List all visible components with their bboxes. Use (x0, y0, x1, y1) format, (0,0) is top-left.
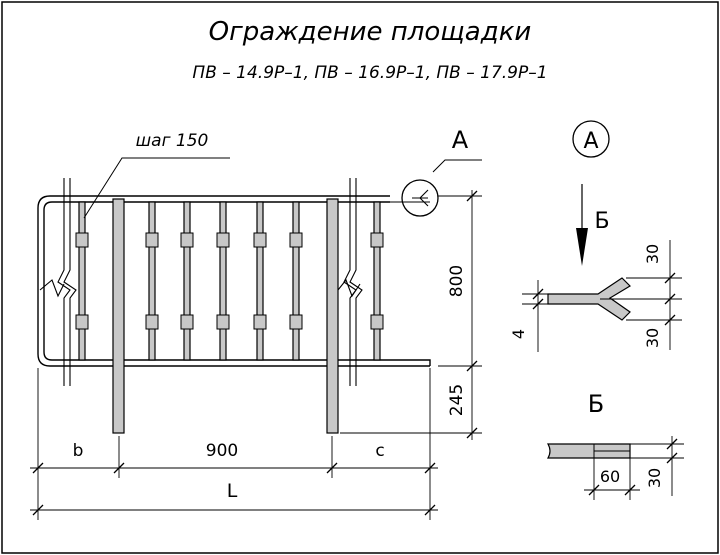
baluster-5 (253, 201, 267, 361)
break-line-right (337, 178, 363, 386)
detail-a: А Б 30 30 4 (509, 120, 682, 352)
rail-inner (43, 201, 352, 361)
drawing-subtitle: ПВ – 14.9Р–1, ПВ – 16.9Р–1, ПВ – 17.9Р–1 (192, 63, 547, 83)
callout-a-letter: А (452, 126, 469, 154)
post-right (326, 198, 339, 434)
post-left (112, 198, 125, 434)
dim-b: b (73, 441, 84, 461)
view-b-dim-30: 30 (645, 468, 664, 488)
drawing-title: Ограждение площадки (209, 17, 532, 47)
rail-bottom-right (338, 359, 431, 367)
dim-span: 900 (206, 441, 238, 461)
split-rail-profile (547, 277, 631, 321)
rail-top-right (352, 195, 390, 203)
view-arrow-head (576, 228, 588, 266)
baluster-1 (75, 201, 89, 361)
view-b-split-line (593, 444, 630, 458)
detail-dim-4: 4 (509, 329, 528, 339)
rail-outer (37, 195, 352, 367)
dim-c: c (375, 441, 384, 461)
detail-a-circle (572, 120, 610, 158)
detail-dim-30-top: 30 (643, 244, 662, 264)
baluster-3 (180, 201, 194, 361)
dim-bottom: 245 (447, 384, 467, 416)
fence-elevation: шаг 150 А (37, 126, 482, 434)
baluster-4 (216, 201, 230, 361)
view-b: Б 60 30 (546, 390, 684, 500)
view-b-dim-60: 60 (600, 467, 620, 486)
detail-dim-30-bottom: 30 (643, 328, 662, 348)
callout-a-mark (412, 189, 429, 207)
pitch-label: шаг 150 (136, 131, 209, 151)
callout-a-leader (432, 159, 482, 173)
view-b-arrow-label: Б (594, 209, 609, 234)
callout-a-circle (401, 179, 439, 217)
dimensions: 800 245 b 900 c L (30, 190, 482, 520)
detail-a-label: А (583, 129, 598, 154)
baluster-7 (370, 201, 384, 361)
view-b-rail (546, 443, 631, 459)
baluster-2 (145, 201, 159, 361)
dim-length: L (227, 480, 238, 502)
dim-height: 800 (447, 265, 467, 297)
pitch-leader-line (83, 157, 230, 219)
rail-bottom (120, 359, 338, 367)
baluster-6 (289, 201, 303, 361)
view-b-title: Б (588, 390, 604, 418)
break-line-left (39, 178, 77, 386)
